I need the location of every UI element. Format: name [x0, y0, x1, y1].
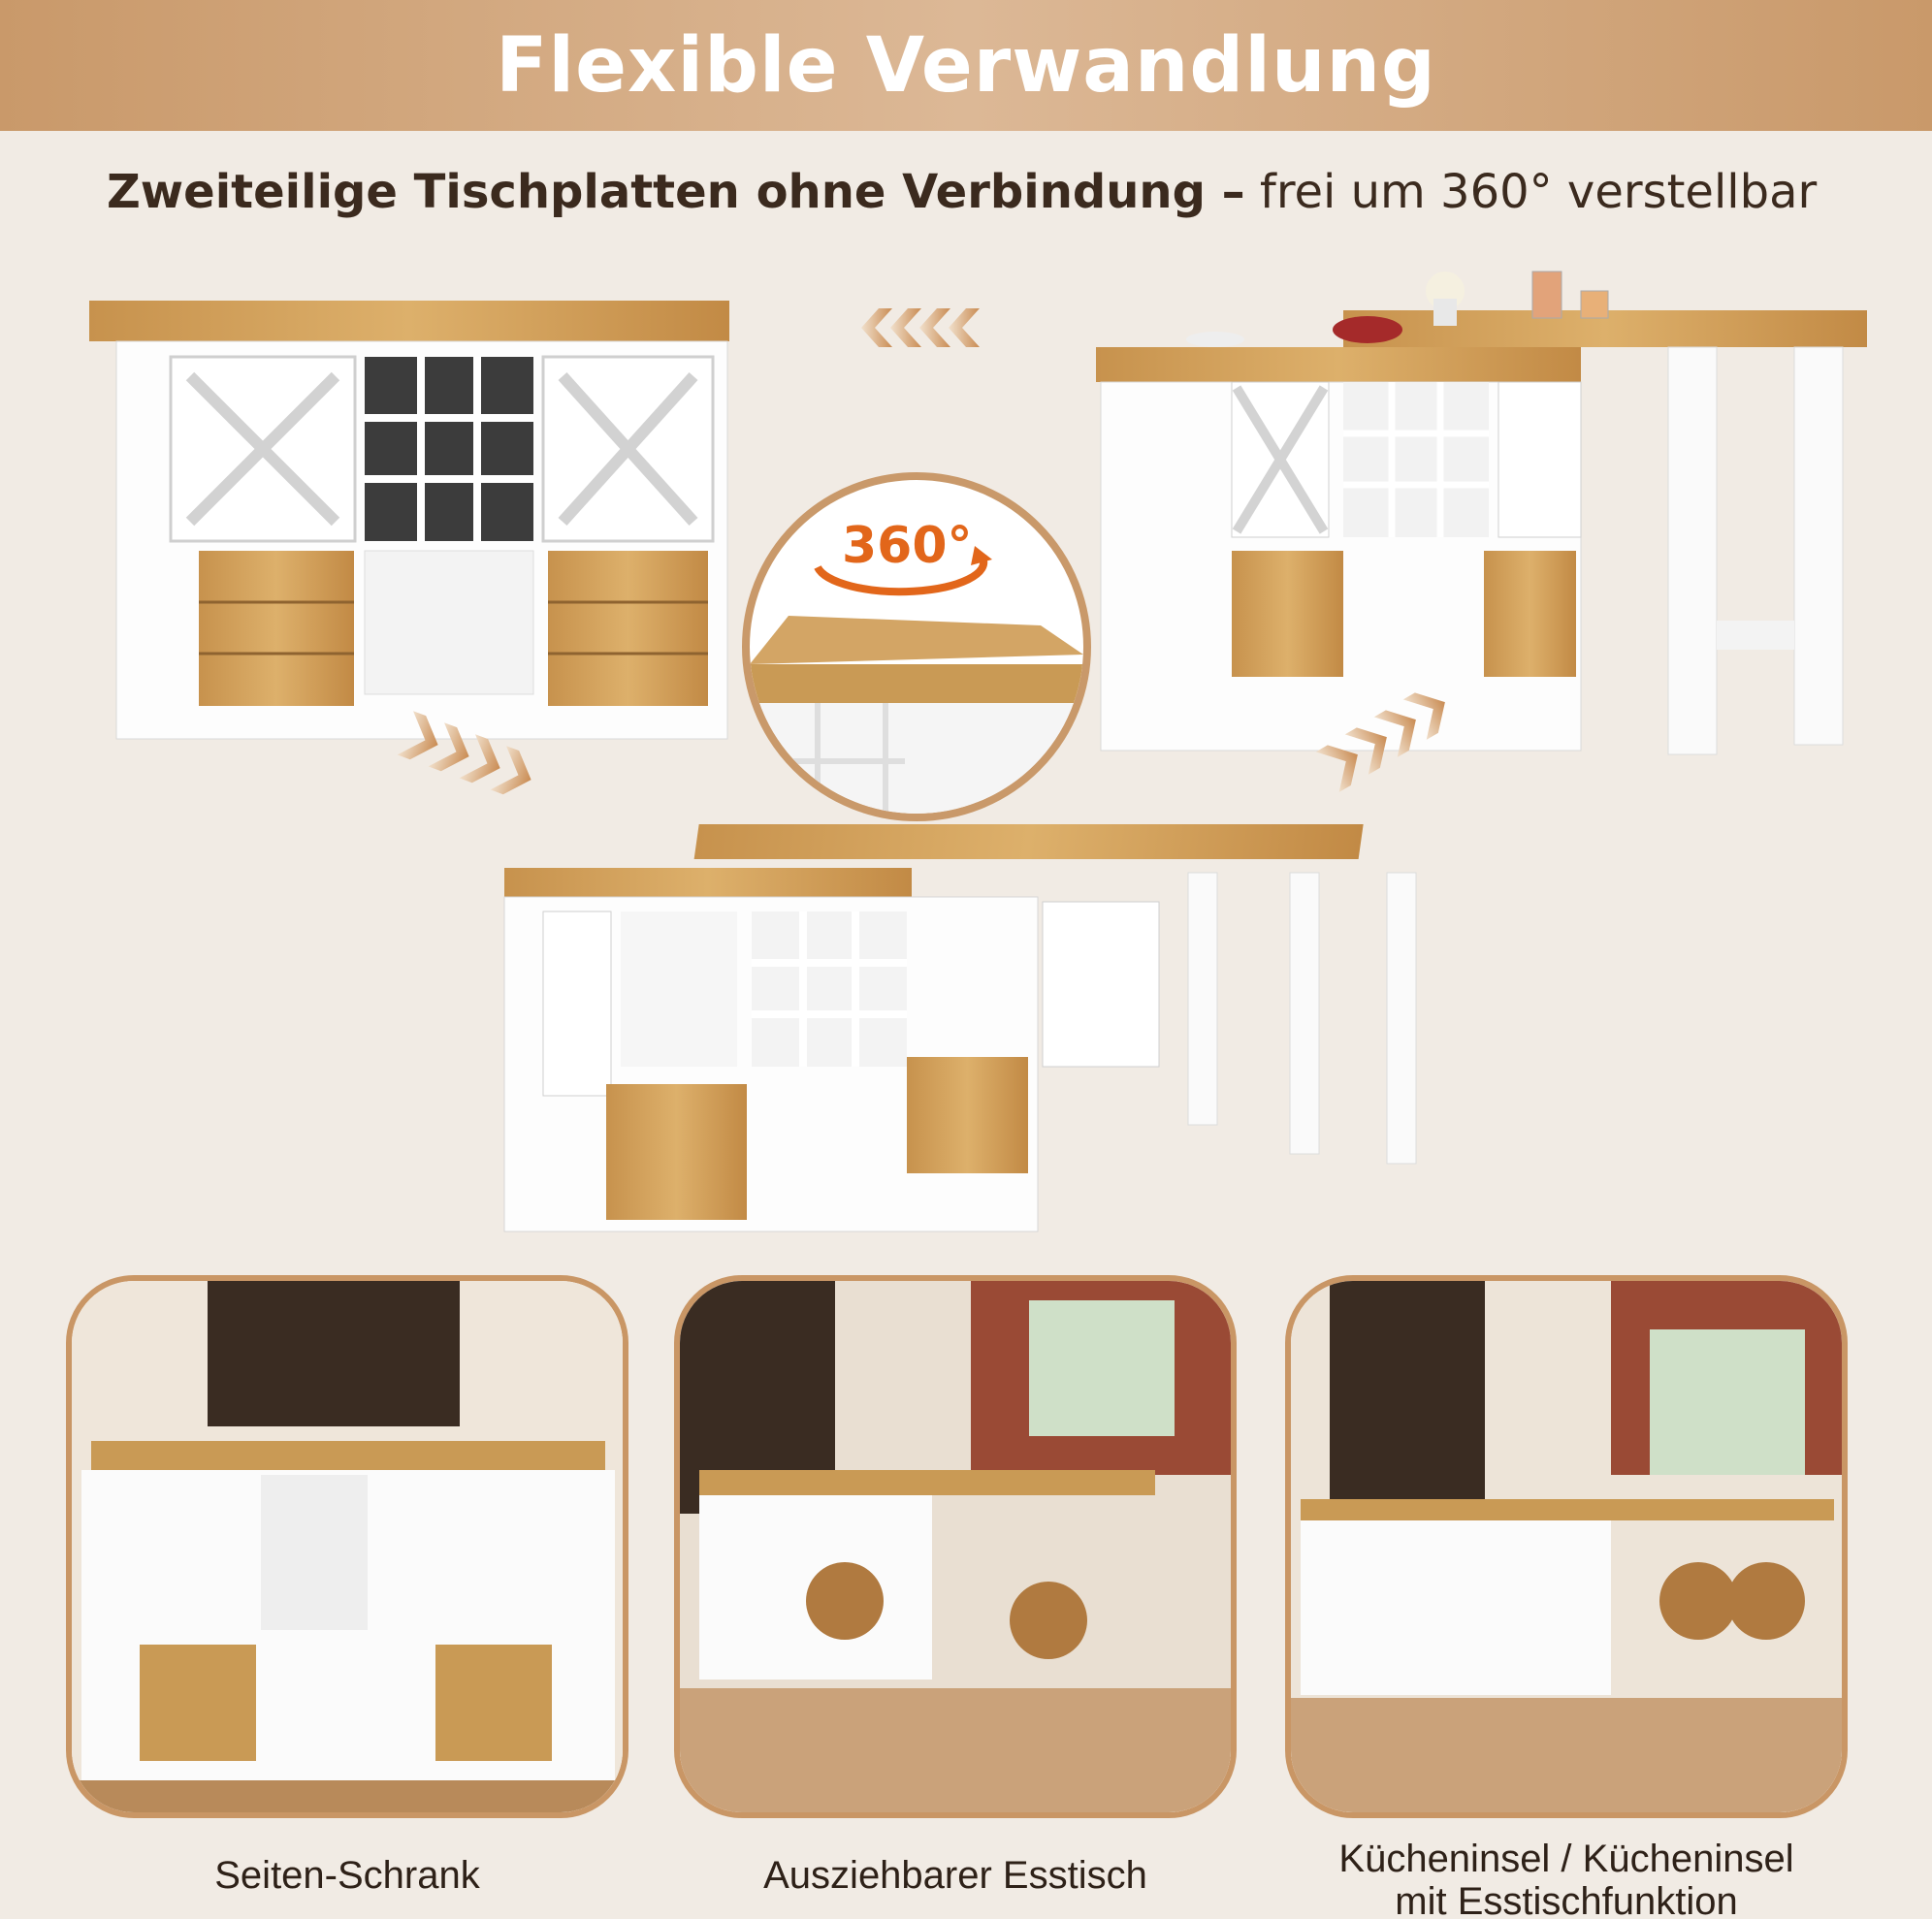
- side-cabinet-photo: [72, 1281, 623, 1812]
- kitchen-island-photo: [1291, 1281, 1842, 1812]
- product-illustration-area: [89, 271, 1867, 1232]
- caption-kitchen-island-line1: Kücheninsel / Kücheninsel: [1338, 1838, 1794, 1880]
- caption-side-cabinet: Seiten-Schrank: [214, 1854, 480, 1897]
- caption-dining-table: Ausziehbarer Esstisch: [763, 1854, 1147, 1897]
- caption-kitchen-island-line2: mit Esstischfunktion: [1395, 1880, 1738, 1919]
- cabinet-extended-table: [503, 824, 1417, 1232]
- rotate-arrow-icon: [750, 546, 1083, 814]
- chevron-left-icon: [861, 308, 980, 347]
- subtitle: Zweiteilige Tischplatten ohne Verbindung…: [107, 165, 1817, 219]
- cabinet-l-shape: [1096, 271, 1867, 755]
- cabinet-closed: [89, 301, 729, 740]
- rotation-label: 360°: [842, 517, 973, 575]
- chevron-right-icon: [397, 711, 531, 795]
- subtitle-regular: frei um 360° verstellbar: [1244, 165, 1818, 219]
- header-banner: Flexible Verwandlung: [0, 0, 1932, 131]
- scene-card-side-cabinet: [66, 1275, 628, 1818]
- dining-table-photo: [680, 1281, 1231, 1812]
- rotation-detail-badge: 360°: [742, 472, 1091, 821]
- scene-card-kitchen-island: [1285, 1275, 1848, 1818]
- scene-card-dining-table: [674, 1275, 1237, 1818]
- chevron-right-icon: [1315, 692, 1445, 792]
- subtitle-bold: Zweiteilige Tischplatten ohne Verbindung…: [107, 165, 1245, 219]
- page-title: Flexible Verwandlung: [496, 21, 1436, 110]
- caption-kitchen-island: Kücheninsel / Kücheninsel mit Esstischfu…: [1266, 1838, 1867, 1919]
